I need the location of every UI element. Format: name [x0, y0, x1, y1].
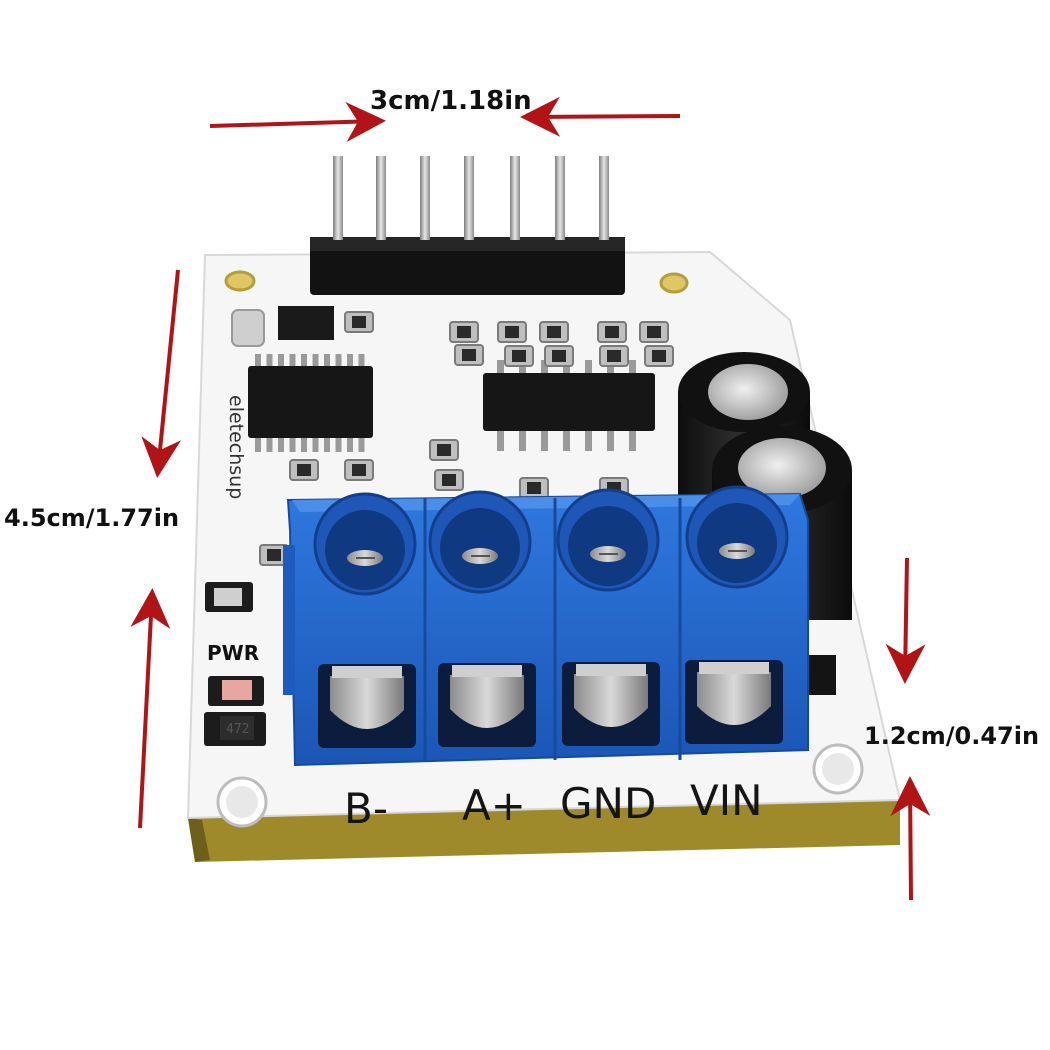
width-dimension-label: 3cm/1.18in: [370, 86, 532, 116]
terminal-label-b: B-: [344, 784, 388, 833]
height-dimension-label: 4.5cm/1.77in: [4, 504, 180, 532]
arrow-height-bottom: [130, 588, 171, 829]
arrow-width-right: [520, 96, 681, 137]
header-pin: [555, 156, 565, 240]
ic-chip-left: [248, 354, 373, 452]
pin-header: [310, 156, 625, 295]
terminal-labels: B- A+ GND VIN: [344, 776, 763, 833]
transistor-top: [231, 306, 334, 347]
terminal-label-vin: VIN: [690, 776, 763, 825]
header-pin: [599, 156, 609, 240]
header-pin: [376, 156, 386, 240]
arrow-height-top: [141, 269, 182, 478]
header-pin: [510, 156, 520, 240]
svg-text:PWR: PWR: [207, 641, 259, 665]
header-pin: [464, 156, 474, 240]
dimension-arrows: [130, 96, 931, 901]
brand-silkscreen: eletechsup: [225, 395, 247, 499]
power-led: PWR 472: [204, 582, 266, 746]
smd-components: [259, 311, 674, 566]
terminal-label-gnd: GND: [560, 779, 656, 828]
thickness-dimension-label: 1.2cm/0.47in: [864, 722, 1040, 750]
svg-text:472: 472: [226, 722, 249, 737]
terminal-block: [283, 485, 809, 767]
arrow-width-left: [209, 101, 386, 142]
header-pin: [420, 156, 430, 240]
arrow-thickness-bottom: [890, 776, 931, 901]
mounting-hole-icon: [216, 270, 864, 828]
terminal-label-a: A+: [462, 781, 526, 830]
arrow-thickness-top: [885, 557, 926, 684]
header-pin: [333, 156, 343, 240]
